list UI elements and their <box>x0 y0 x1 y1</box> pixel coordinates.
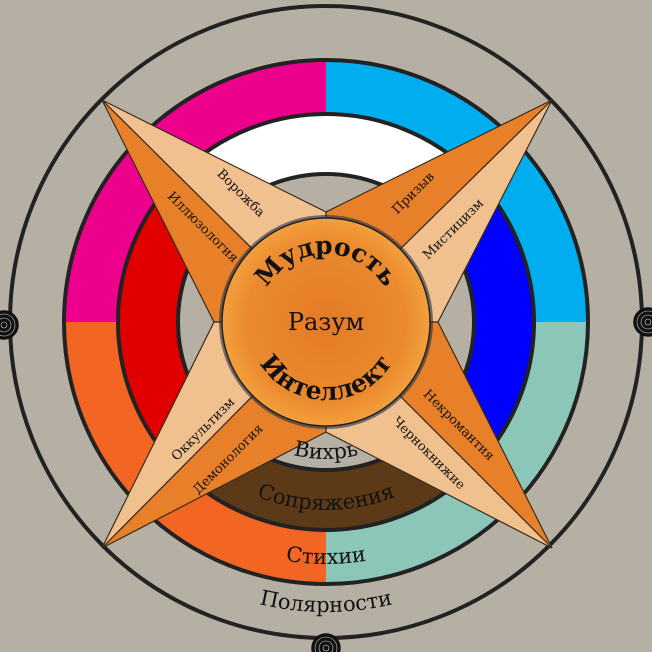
label-reason: Разум <box>288 308 364 336</box>
label-vortex: Вихрь <box>292 436 360 464</box>
medallion-right-icon <box>633 307 652 337</box>
svg-text:Вихрь: Вихрь <box>292 436 360 464</box>
medallion-left-icon <box>0 310 19 340</box>
center-circle[interactable] <box>221 217 431 427</box>
medallion-bottom-icon <box>311 633 341 652</box>
label-elements: Стихии <box>285 542 367 569</box>
svg-text:Стихии: Стихии <box>285 542 367 569</box>
